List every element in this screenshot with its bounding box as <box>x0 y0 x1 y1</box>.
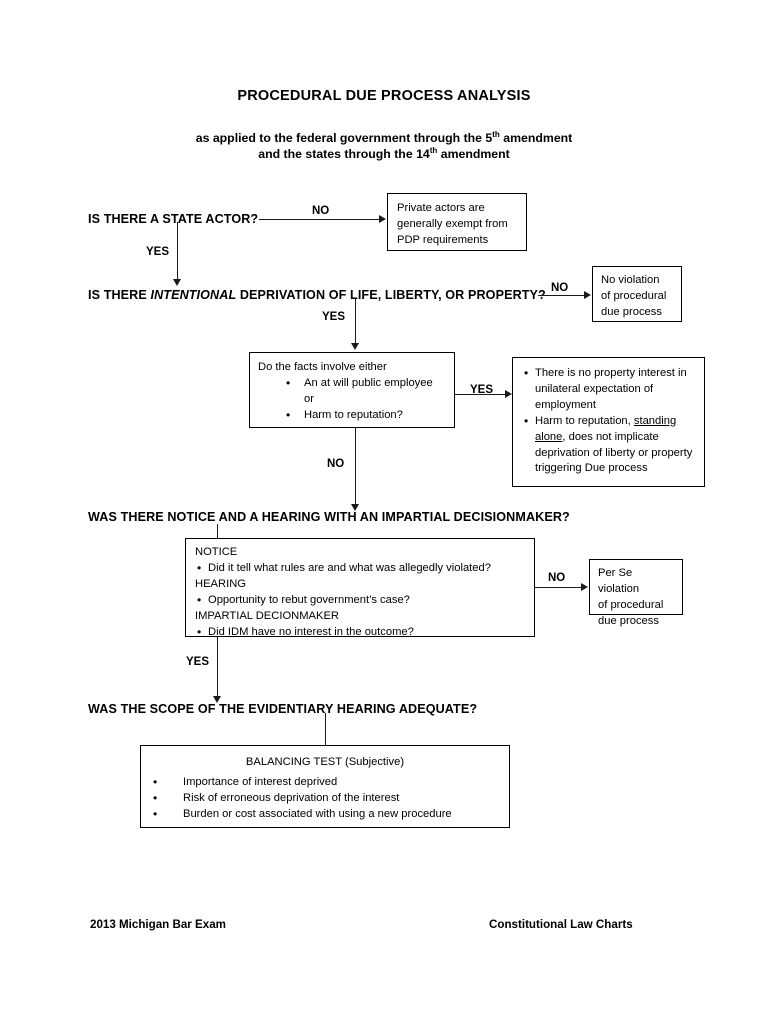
impartial-bullet: Did IDM have no interest in the outcome? <box>195 624 525 641</box>
facts-bullet-1: An at will public employee <box>258 375 446 392</box>
question-q2-post: DEPRIVATION OF LIFE, LIBERTY, OR PROPERT… <box>236 288 546 302</box>
edge-q4-to-balancing-line <box>325 713 326 745</box>
notice-heading: NOTICE <box>195 546 238 558</box>
per-se-line-2: of procedural <box>598 598 664 611</box>
subtitle-line-1-suffix: amendment <box>499 131 573 146</box>
edge-q3-no-arrowhead <box>581 582 588 591</box>
subtitle-line-2-text: and the states through the 14 <box>258 147 430 162</box>
box-balancing-test: BALANCING TEST (Subjective) Importance o… <box>140 745 510 828</box>
edge-label-facts-no: NO <box>327 458 345 470</box>
facts-list: An at will public employee or Harm to re… <box>258 375 446 424</box>
edge-q3-yes-line <box>217 637 218 697</box>
edge-label-q2-yes: YES <box>322 311 346 323</box>
edge-label-q3-no: NO <box>548 572 566 584</box>
edge-label-q3-yes: YES <box>186 656 210 668</box>
ordinal-suffix-5th: th <box>492 130 500 139</box>
notice-list: Did it tell what rules are and what was … <box>195 560 525 577</box>
edge-q2-no-line <box>538 295 584 296</box>
facts-bullet-2: Harm to reputation? <box>258 407 446 424</box>
subtitle-line-2-suffix: amendment <box>437 147 510 162</box>
box-facts-question: Do the facts involve either An at will p… <box>249 352 455 428</box>
edge-label-q1-yes: YES <box>146 246 170 258</box>
impartial-decisionmaker-heading: IMPARTIAL DECIONMAKER <box>195 609 340 622</box>
question-q2-pre: IS THERE <box>88 288 151 302</box>
edge-q3-yes-arrowhead <box>212 696 221 703</box>
edge-label-q1-no: NO <box>312 205 330 217</box>
edge-label-q2-no: NO <box>551 282 569 294</box>
edge-facts-yes-line <box>455 394 505 395</box>
impartial-list: Did IDM have no interest in the outcome? <box>195 624 525 641</box>
question-state-actor: IS THERE A STATE ACTOR? <box>88 212 259 226</box>
balancing-test-list: Importance of interest deprived Risk of … <box>151 774 499 823</box>
edge-q1-yes-arrowhead <box>172 279 181 286</box>
hearing-heading: HEARING <box>195 577 246 590</box>
page-title: PROCEDURAL DUE PROCESS ANALYSIS <box>237 88 531 104</box>
box-no-violation: No violation of procedural due process <box>592 266 682 322</box>
per-se-line-3: due process <box>598 614 659 627</box>
question-intentional-deprivation: IS THERE INTENTIONAL DEPRIVATION OF LIFE… <box>88 288 546 302</box>
property-interest-bullet-2: Harm to reputation, standing alone, does… <box>522 413 695 478</box>
no-violation-line-3: due process <box>601 305 662 318</box>
question-q2-italic: INTENTIONAL <box>150 288 237 302</box>
edge-facts-yes-arrowhead <box>505 389 512 398</box>
edge-facts-no-line <box>355 428 356 505</box>
footer-right: Constitutional Law Charts <box>489 918 633 931</box>
edge-q1-no-line <box>259 219 379 220</box>
edge-q3-to-box-line <box>217 524 218 538</box>
box-property-interest: There is no property interest in unilate… <box>512 357 705 487</box>
subtitle-line-2: and the states through the 14th amendmen… <box>0 146 768 161</box>
hearing-list: Opportunity to rebut government’s case? <box>195 592 525 609</box>
balancing-bullet-1: Importance of interest deprived <box>151 774 499 791</box>
property-bullet-2-post: , does not implicate deprivation of libe… <box>535 430 693 475</box>
question-scope-evidentiary-hearing: WAS THE SCOPE OF THE EVIDENTIARY HEARING… <box>88 702 478 716</box>
property-bullet-2-underlined: standing alone <box>535 414 677 443</box>
subtitle-line-1: as applied to the federal government thr… <box>0 130 768 145</box>
no-violation-line-2: of procedural <box>601 289 667 302</box>
box-notice-hearing-detail: NOTICE Did it tell what rules are and wh… <box>185 538 535 640</box>
facts-connector-or: or <box>304 392 314 405</box>
edge-q2-yes-line <box>355 299 356 344</box>
facts-heading: Do the facts involve either <box>258 361 387 373</box>
box-private-actors: Private actors are generally exempt from… <box>387 193 527 251</box>
balancing-bullet-3: Burden or cost associated with using a n… <box>151 806 499 823</box>
balancing-bullet-2: Risk of erroneous deprivation of the int… <box>151 790 499 807</box>
edge-q1-yes-line <box>177 222 178 280</box>
edge-q2-no-arrowhead <box>584 290 591 299</box>
edge-facts-no-arrowhead <box>350 504 359 511</box>
edge-q1-no-arrowhead <box>379 214 386 223</box>
no-violation-line-1: No violation <box>601 274 660 286</box>
question-notice-hearing: WAS THERE NOTICE AND A HEARING WITH AN I… <box>88 510 570 524</box>
private-actors-line-1: Private actors are <box>397 202 485 214</box>
edge-label-facts-yes: YES <box>470 384 494 396</box>
ordinal-suffix-14th: th <box>429 146 438 155</box>
property-bullet-2-pre: Harm to reputation, <box>535 414 634 427</box>
property-interest-bullet-1: There is no property interest in unilate… <box>522 365 695 414</box>
hearing-bullet: Opportunity to rebut government’s case? <box>195 592 525 609</box>
notice-bullet: Did it tell what rules are and what was … <box>195 560 525 577</box>
edge-q2-yes-arrowhead <box>350 343 359 350</box>
balancing-test-heading: BALANCING TEST (Subjective) <box>245 756 405 768</box>
private-actors-line-3: PDP requirements <box>397 233 489 246</box>
private-actors-line-2: generally exempt from <box>397 217 508 230</box>
subtitle-line-1-text: as applied to the federal government thr… <box>195 131 493 146</box>
box-per-se-violation: Per Se violation of procedural due proce… <box>589 559 683 627</box>
footer-left: 2013 Michigan Bar Exam <box>90 918 226 931</box>
property-interest-list: There is no property interest in unilate… <box>522 365 695 478</box>
per-se-line-1: Per Se violation <box>598 567 640 595</box>
edge-q3-no-line <box>535 587 581 588</box>
